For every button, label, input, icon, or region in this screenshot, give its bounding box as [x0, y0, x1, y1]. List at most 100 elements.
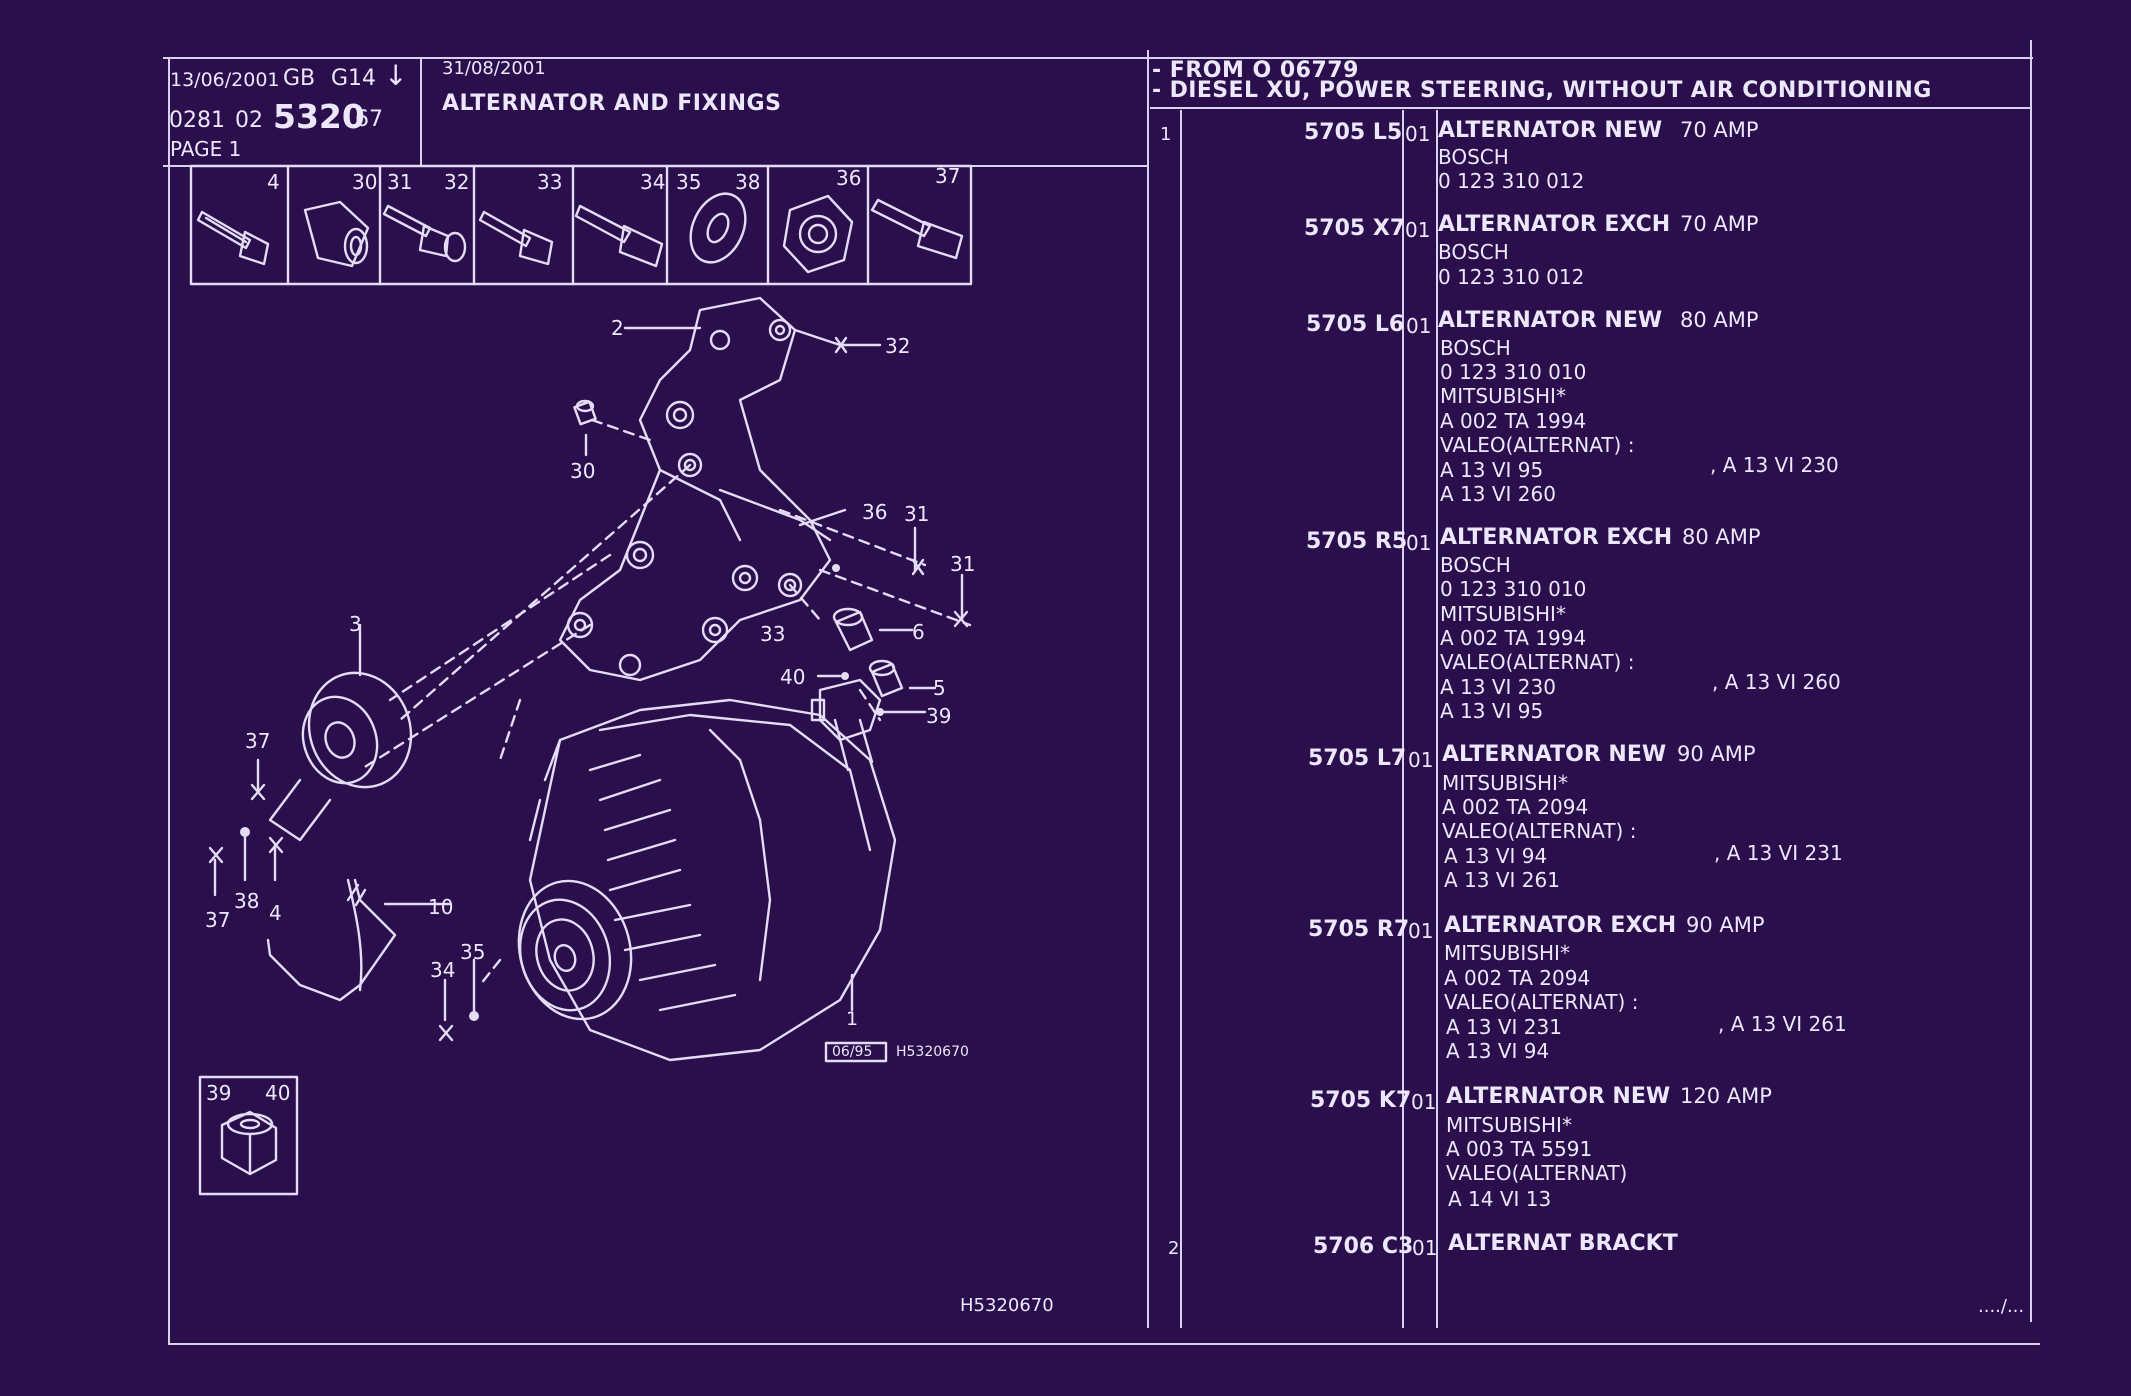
part-detail-line: BOSCH — [1440, 553, 1511, 577]
bolt-37-icon — [870, 198, 964, 260]
header-number-a: 0281 — [169, 108, 225, 133]
part-detail-line: MITSUBISHI* — [1440, 602, 1566, 626]
part-detail-line: VALEO(ALTERNAT) : — [1440, 433, 1635, 457]
part-detail-line: BOSCH — [1440, 336, 1511, 360]
part-reference: 5705 L5 — [1304, 120, 1403, 145]
condition-line-1: - FROM O 06779 — [1152, 58, 1359, 83]
part-detail-line: VALEO(ALTERNAT) : — [1442, 819, 1637, 843]
part-detail-extra: , A 13 VI 260 — [1712, 670, 1841, 694]
part-detail-line: A 13 VI 261 — [1444, 868, 1560, 892]
frame-middle-divider — [1147, 50, 1149, 1328]
part-detail-line: A 002 TA 2094 — [1444, 966, 1591, 990]
part-detail-line: BOSCH — [1438, 145, 1509, 169]
part-description: ALTERNATOR EXCH — [1440, 525, 1673, 550]
nut-box-label-40: 40 — [265, 1081, 291, 1105]
frame-item-column — [1180, 110, 1182, 1328]
part-detail-line: MITSUBISHI* — [1446, 1113, 1572, 1137]
part-detail-line: 0 123 310 012 — [1438, 169, 1585, 193]
frame-qty-left — [1402, 110, 1404, 1328]
part-detail-line: VALEO(ALTERNAT) : — [1440, 650, 1635, 674]
part-quantity: 01 — [1405, 218, 1431, 242]
part-amperage: 80 AMP — [1680, 308, 1759, 332]
header-date-right: 31/08/2001 — [442, 58, 546, 79]
fastener-strip-frame — [189, 164, 973, 286]
strip-label-4: 4 — [267, 170, 280, 194]
leader-lines — [213, 326, 964, 1022]
part-description: ALTERNATOR EXCH — [1444, 913, 1677, 938]
bolt-4-icon — [196, 210, 270, 266]
part-detail-line: 0 123 310 010 — [1440, 577, 1587, 601]
callout-35: 35 — [460, 940, 486, 964]
fastener-dots — [240, 564, 884, 1021]
alternator-drawing — [517, 678, 897, 1062]
part-detail-extra: , A 13 VI 231 — [1714, 841, 1843, 865]
drawing-stamp-ref: H5320670 — [896, 1044, 969, 1060]
part-detail-line: A 002 TA 1994 — [1440, 626, 1587, 650]
part-reference: 5705 X7 — [1304, 216, 1406, 241]
header-language: GB — [283, 66, 316, 91]
part-description: ALTERNATOR NEW — [1438, 308, 1663, 333]
part-quantity: 01 — [1405, 122, 1431, 146]
part-quantity: 01 — [1406, 531, 1432, 555]
part-description: ALTERNATOR NEW — [1446, 1084, 1671, 1109]
item-number-1: 1 — [1160, 124, 1172, 145]
part-amperage: 70 AMP — [1680, 212, 1759, 236]
part-quantity: 01 — [1408, 748, 1434, 772]
callout-5: 5 — [933, 676, 946, 700]
nut-box-frame — [198, 1075, 299, 1196]
header-number-b: 02 — [235, 108, 263, 133]
part-detail-line: BOSCH — [1438, 240, 1509, 264]
part-detail-line: VALEO(ALTERNAT) — [1446, 1161, 1628, 1185]
header-group-number: 5320 — [273, 97, 365, 136]
frame-outer-left — [168, 58, 170, 1345]
part-quantity: 01 — [1412, 1236, 1438, 1260]
part-detail-extra: , A 13 VI 230 — [1710, 453, 1839, 477]
item-number-2: 2 — [1168, 1238, 1180, 1259]
down-arrow-icon: ↓ — [384, 59, 408, 92]
callout-30: 30 — [570, 459, 596, 483]
part-detail-line: A 14 VI 13 — [1448, 1187, 1552, 1211]
nut-36-icon — [782, 194, 854, 274]
strip-label-37: 37 — [935, 164, 961, 188]
part-detail-line: A 13 VI 95 — [1440, 699, 1544, 723]
part-reference: 5705 L7 — [1308, 746, 1407, 771]
continued-marker: ..../... — [1978, 1296, 2025, 1317]
frame-outer-top — [163, 57, 2033, 59]
callout-36: 36 — [862, 500, 888, 524]
nut-box-label-39: 39 — [206, 1081, 232, 1105]
frame-qty-right — [1436, 110, 1438, 1328]
callout-10: 10 — [428, 895, 454, 919]
bolt-31-32-icon — [382, 204, 467, 263]
callout-38: 38 — [234, 889, 260, 913]
part-detail-line: A 003 TA 5591 — [1446, 1137, 1593, 1161]
part-amperage: 90 AMP — [1686, 913, 1765, 937]
strip-label-30: 30 — [352, 170, 378, 194]
part-detail-line: MITSUBISHI* — [1440, 384, 1566, 408]
part-detail-line: 0 123 310 012 — [1438, 265, 1585, 289]
callout-3: 3 — [349, 612, 362, 636]
callout-4: 4 — [269, 901, 282, 925]
callout-31a: 31 — [904, 502, 930, 526]
strip-label-33: 33 — [537, 170, 563, 194]
part-reference: 5705 L6 — [1306, 312, 1405, 337]
part-reference: 5706 C3 — [1313, 1234, 1414, 1259]
part-detail-line: A 002 TA 1994 — [1440, 409, 1587, 433]
spacer-30-drawing — [573, 399, 597, 426]
callout-1: 1 — [846, 1008, 859, 1030]
strip-label-35: 35 — [676, 170, 702, 194]
drawing-stamp-box — [824, 1041, 888, 1063]
callout-2: 2 — [611, 316, 624, 340]
part-detail-line: 0 123 310 010 — [1440, 360, 1587, 384]
callout-37a: 37 — [245, 729, 271, 753]
frame-header-split — [420, 57, 422, 165]
part-quantity: 01 — [1411, 1090, 1437, 1114]
part-reference: 5705 R7 — [1308, 917, 1410, 942]
bolt-33-icon — [478, 210, 554, 266]
callout-37b: 37 — [205, 908, 231, 932]
callout-34: 34 — [430, 958, 456, 982]
part-detail-line: A 13 VI 94 — [1446, 1039, 1550, 1063]
bolt-34-icon — [574, 204, 664, 268]
header-sub-number: 67 — [355, 107, 383, 132]
part-amperage: 90 AMP — [1677, 742, 1756, 766]
